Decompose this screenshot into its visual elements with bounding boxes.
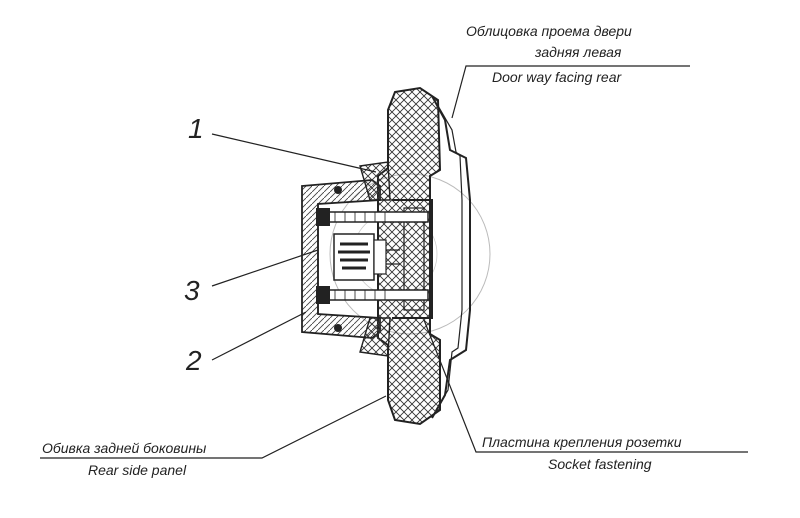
part-number-2: 2 — [186, 345, 202, 376]
part-number-1: 1 — [188, 113, 204, 144]
rear-panel-label-ru: Обивка задней боковины — [42, 440, 207, 456]
socket-fastening-plate — [392, 199, 433, 319]
leader-part-2 — [211, 311, 307, 361]
door-facing-label-ru-2: задняя левая — [535, 44, 622, 60]
door-facing-label-en: Door way facing rear — [492, 69, 622, 85]
seal-gasket — [359, 161, 391, 357]
leader-door-facing — [451, 65, 690, 119]
leader-rear-panel — [40, 395, 387, 459]
socket-plate-label-ru: Пластина крепления розетки — [482, 434, 682, 450]
wall-section-hatch — [377, 86, 442, 426]
leader-part-1 — [211, 133, 377, 173]
door-facing-label-ru-1: Облицовка проема двери — [466, 23, 632, 39]
part-number-3: 3 — [184, 275, 200, 306]
socket-plate-label-en: Socket fastening — [548, 456, 652, 472]
upper-screw — [316, 208, 429, 226]
socket-contact-insert — [333, 233, 400, 281]
leader-part-3 — [211, 249, 319, 287]
door-facing-panel — [431, 95, 471, 419]
lower-screw — [316, 286, 429, 304]
leader-socket-plate — [423, 319, 748, 453]
rear-panel-label-en: Rear side panel — [88, 462, 187, 478]
